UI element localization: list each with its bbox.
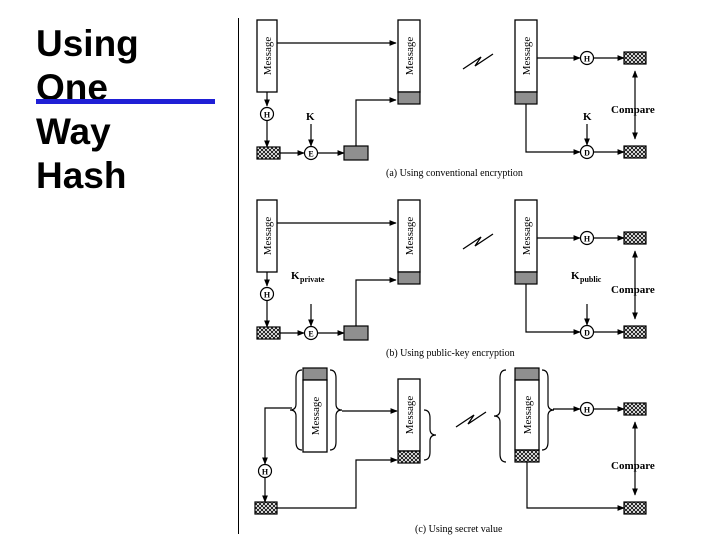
compare-label: Compare <box>611 460 655 472</box>
receiver-hash-function-symbol: H <box>584 235 591 244</box>
panel-caption: (c) Using secret value <box>415 524 503 535</box>
received-hash-block <box>514 271 538 285</box>
encrypt-function-symbol: E <box>308 150 313 159</box>
sender-hash-function <box>257 463 273 479</box>
sender-hash-function-symbol: H <box>264 111 271 120</box>
sender-hash-code-box <box>254 501 278 515</box>
received-hash-to-decrypt-line <box>525 104 581 155</box>
slide-title: Using One Way Hash <box>36 22 139 198</box>
received-hash-code-box <box>514 449 540 463</box>
receiver-received-hash-box <box>623 501 647 515</box>
panel-divider-line <box>238 18 239 534</box>
sender-hash-function <box>259 106 275 122</box>
sender-left-brace <box>289 369 303 451</box>
decrypt-function-symbol: D <box>584 149 590 158</box>
message-label: Message <box>404 396 416 435</box>
hash-to-transmit-line <box>277 457 398 509</box>
compare-label: Compare <box>611 104 655 116</box>
decrypt-function-symbol: D <box>584 329 590 338</box>
sender-right-brace <box>329 369 343 451</box>
panel-caption: (a) Using conventional encryption <box>386 168 523 179</box>
receiver-public-key-subscript: public <box>580 275 602 284</box>
transmitted-hash-block <box>397 91 421 105</box>
message-label: Message <box>404 217 416 256</box>
title-underline <box>36 99 215 104</box>
receiver-hash-function <box>579 50 595 66</box>
sender-private-key-subscript: private <box>300 275 325 284</box>
network-transmission-symbol <box>462 233 494 250</box>
title-line: Way <box>36 111 111 152</box>
received-hash-block <box>514 91 538 105</box>
sender-hash-code-box <box>256 326 281 340</box>
transmitted-hash-code-box <box>397 450 421 464</box>
title-line: Using <box>36 23 139 64</box>
receiver-computed-hash-box <box>623 51 647 65</box>
message-label: Message <box>521 217 533 256</box>
receiver-secret-value-block <box>514 367 540 381</box>
receiver-computed-hash-box <box>623 231 647 245</box>
network-transmission-symbol <box>462 53 494 70</box>
sender-hash-code-box <box>256 146 281 160</box>
encrypted-hash-block <box>343 325 369 341</box>
received-hash-to-compare-line <box>526 462 625 511</box>
sender-private-key-label: K <box>291 270 300 282</box>
panel-caption: (b) Using public-key encryption <box>386 348 515 359</box>
receiver-key-label: K <box>583 111 592 123</box>
sender-message-box <box>302 379 328 453</box>
title-line: Hash <box>36 155 127 196</box>
sender-secret-value-block <box>302 367 328 381</box>
receiver-decrypted-hash-box <box>623 145 647 159</box>
encrypt-function-symbol: E <box>308 330 313 339</box>
received-message-box <box>514 379 540 451</box>
message-label: Message <box>310 397 322 436</box>
encrypted-hash-to-transmit-line <box>355 97 397 146</box>
receiver-left-brace <box>493 369 507 463</box>
sender-key-label: K <box>306 111 315 123</box>
sender-hash-function <box>259 286 275 302</box>
receiver-hash-function <box>579 230 595 246</box>
compare-label: Compare <box>611 284 655 296</box>
message-label: Message <box>522 396 534 435</box>
message-label: Message <box>262 217 274 256</box>
concatenated-to-hash-line <box>262 407 292 465</box>
receiver-public-key-label: K <box>571 270 580 282</box>
receiver-hash-function-symbol: H <box>584 406 591 415</box>
message-label: Message <box>262 37 274 76</box>
received-hash-to-decrypt-line <box>525 284 581 335</box>
encrypted-hash-to-transmit-line <box>355 277 397 326</box>
sender-hash-function-symbol: H <box>262 468 269 477</box>
receiver-right-brace <box>541 369 555 451</box>
receiver-hash-function-symbol: H <box>584 55 591 64</box>
message-label: Message <box>521 37 533 76</box>
transmitted-brace <box>423 409 437 461</box>
network-transmission-symbol <box>455 411 487 428</box>
receiver-decrypted-hash-box <box>623 325 647 339</box>
encrypted-hash-block <box>343 145 369 161</box>
sender-hash-function-symbol: H <box>264 291 271 300</box>
message-label: Message <box>404 37 416 76</box>
receiver-computed-hash-box <box>623 402 647 416</box>
receiver-hash-function <box>579 401 595 417</box>
transmitted-hash-block <box>397 271 421 285</box>
